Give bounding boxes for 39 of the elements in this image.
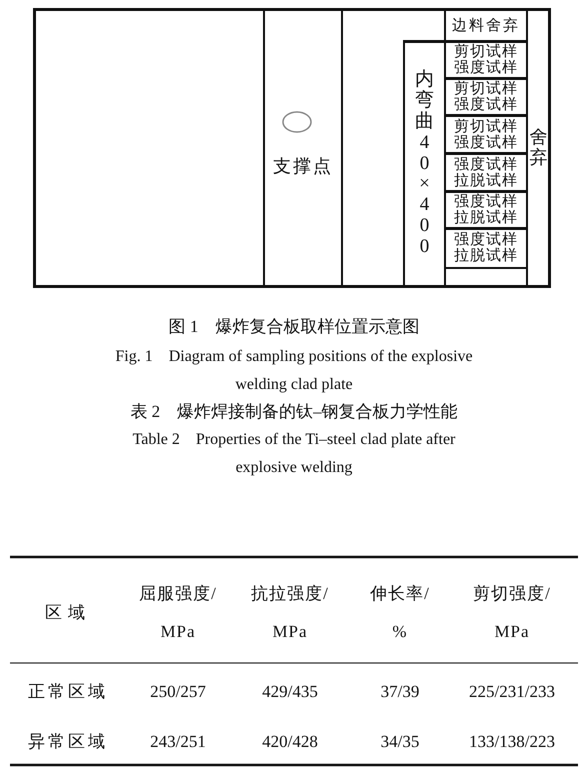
column-header: 伸长率/% bbox=[369, 583, 431, 643]
sample-region bbox=[444, 190, 528, 230]
data-value: 420/428 bbox=[261, 731, 319, 753]
figure-caption: 图 1 爆炸复合板取样位置示意图 bbox=[168, 316, 420, 338]
region-label: 支撑点 bbox=[273, 158, 333, 174]
sample-region bbox=[444, 152, 528, 193]
sample-region bbox=[403, 40, 446, 288]
table-title: Table 2 Properties of the Ti–steel clad plate after explosive welding bbox=[132, 430, 456, 478]
row-header: 正常区域 bbox=[27, 681, 109, 703]
sample-region bbox=[444, 77, 528, 117]
figure-caption: Fig. 1 Diagram of sampling positions of the explosive welding clad plate bbox=[114, 347, 474, 395]
row-header: 异常区域 bbox=[27, 731, 109, 753]
data-value: 243/251 bbox=[149, 731, 207, 753]
column-header: 区域 bbox=[44, 602, 92, 624]
sample-region bbox=[444, 114, 528, 155]
region-label: 强度试样拉脱试样 bbox=[454, 156, 518, 188]
sample-region bbox=[444, 40, 528, 80]
sample-region bbox=[444, 227, 528, 269]
data-value: 429/435 bbox=[261, 681, 319, 703]
data-value: 250/257 bbox=[149, 681, 207, 703]
clad-plate bbox=[33, 8, 551, 288]
column-header: 抗拉强度/MPa bbox=[250, 583, 330, 643]
region-label: 内弯曲40×400 bbox=[415, 70, 434, 258]
sample-region bbox=[444, 8, 528, 43]
region-label: 剪切试样强度试样 bbox=[454, 81, 518, 113]
column-header: 屈服强度/MPa bbox=[138, 583, 218, 643]
sample-region bbox=[263, 8, 343, 288]
data-value: 225/231/233 bbox=[468, 681, 556, 703]
data-value: 34/35 bbox=[380, 731, 420, 753]
table-title: 表 2 爆炸焊接制备的钛–钢复合板力学性能 bbox=[129, 401, 459, 423]
data-value: 133/138/223 bbox=[468, 731, 556, 753]
region-label: 剪切试样强度试样 bbox=[454, 118, 518, 150]
region-label: 剪切试样强度试样 bbox=[454, 44, 518, 76]
region-label: 舍弃 bbox=[530, 128, 548, 168]
column-header: 剪切强度/MPa bbox=[472, 583, 552, 643]
data-value: 37/39 bbox=[380, 681, 420, 703]
region-label: 强度试样拉脱试样 bbox=[454, 194, 518, 226]
region-label: 强度试样拉脱试样 bbox=[454, 232, 518, 264]
region-label: 边料舍弃 bbox=[452, 18, 520, 34]
